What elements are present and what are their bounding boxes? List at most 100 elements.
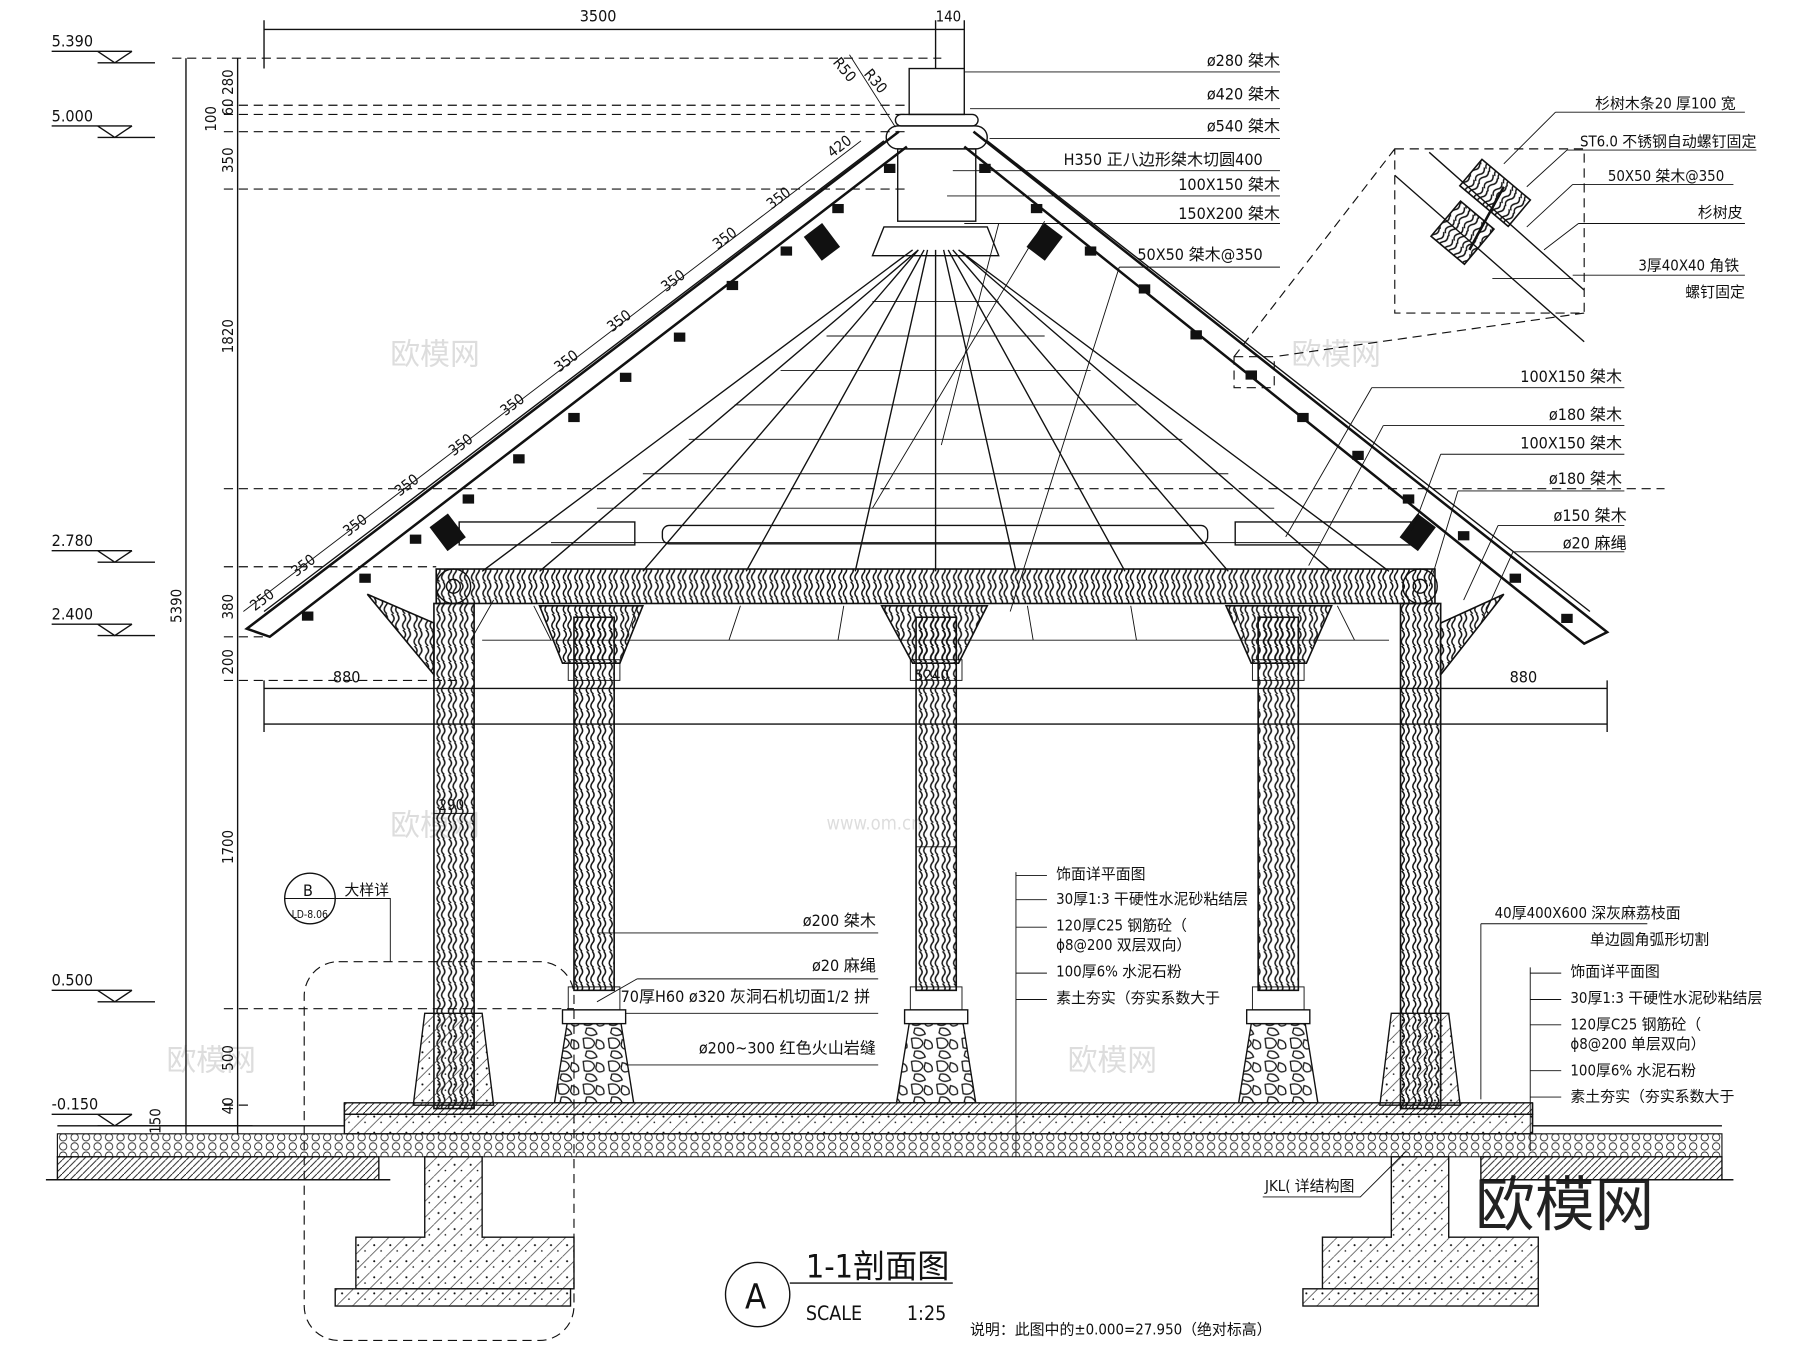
annotation-label: 饰面详平面图 — [1570, 963, 1659, 981]
annotation-label: ø180 桀木 — [1549, 469, 1622, 488]
annotation-label: R30 — [860, 65, 891, 97]
annotation-label: 100厚6% 水泥石粉 — [1570, 1061, 1696, 1079]
roof-battens — [301, 163, 1573, 623]
annotation-label: 30厚1:3 干硬性水泥砂粘结层 — [1056, 890, 1248, 908]
annotation-label: JKL( 详结构图 — [1264, 1177, 1354, 1195]
annotation-label: 100X150 桀木 — [1178, 175, 1280, 194]
annotation-label: 杉树皮 — [1698, 204, 1743, 222]
annotation-label: 150 — [147, 1108, 165, 1134]
annotation-label: 60 — [219, 99, 237, 116]
annotation-label: B — [303, 881, 313, 900]
column — [1257, 616, 1300, 992]
detail-inset: 杉树木条20 厚100 宽 ST6.0 不锈钢自动螺钉固定 50X50 桀木@3… — [1233, 95, 1757, 389]
eave-labels: 100X150 桀木 ø180 桀木 100X150 桀木 ø180 桀木 ø1… — [1285, 367, 1627, 624]
annotation-label: 30厚1:3 干硬性水泥砂粘结层 — [1570, 989, 1762, 1007]
roof-labels: ø280 桀木 ø420 桀木 ø540 桀木 H350 正八边形桀木切圆400… — [872, 51, 1280, 612]
annotation-label: 0.500 — [52, 971, 93, 990]
annotation-label: 350 — [763, 183, 794, 213]
annotation-label: ø20 麻绳 — [1563, 533, 1627, 552]
annotation-label: 70厚H60 ø320 灰洞石机切面1/2 拼 — [621, 987, 871, 1006]
annotation-label: ø150 桀木 — [1554, 506, 1627, 525]
roof-finial — [885, 67, 988, 222]
annotation-label: 5.000 — [52, 106, 93, 125]
columns — [366, 593, 1505, 1110]
elevation-0500: 0.500 — [51, 971, 155, 1003]
annotation-label: 350 — [219, 147, 237, 173]
annotation-label: ø200~300 红色火山岩缝 — [699, 1038, 876, 1057]
column — [573, 616, 615, 992]
annotation-label: 150X200 桀木 — [1178, 204, 1280, 223]
elevation-5390: 5.390 — [51, 32, 155, 64]
annotation-label: 880 — [333, 668, 361, 687]
annotation-label: H350 正八边形桀木切圆400 — [1064, 150, 1263, 169]
annotation-label: 5.390 — [52, 32, 93, 51]
floor-labels-right: 40厚400X600 深灰麻荔枝面 单边圆角弧形切割 饰面详平面图 30厚1:3… — [1480, 904, 1762, 1152]
annotation-label: 100X150 桀木 — [1520, 434, 1622, 453]
annotation-label: 40厚400X600 深灰麻荔枝面 — [1495, 904, 1681, 922]
annotation-label: 2.400 — [52, 605, 93, 624]
annotation-label: 单边圆角弧形切割 — [1590, 930, 1709, 948]
annotation-label: 5240 — [915, 666, 949, 684]
elevation-note: 说明：此图中的±0.000=27.950（绝对标高） — [970, 1321, 1272, 1339]
detail-callout-b[interactable]: B LD-8.06 大样详 — [284, 872, 575, 1342]
section-marker: A — [745, 1277, 766, 1317]
watermark-logo: 欧模网 — [1475, 1172, 1654, 1241]
annotation-label: ø280 桀木 — [1207, 51, 1280, 70]
foundation-label: JKL( 详结构图 — [1262, 1150, 1407, 1198]
annotation-label: 5390 — [167, 589, 185, 623]
annotation-label: 880 — [1510, 668, 1538, 687]
annotation-label: ø420 桀木 — [1207, 85, 1280, 104]
annotation-label: -0.150 — [52, 1095, 99, 1114]
watermark: 欧模网 — [1291, 338, 1380, 373]
elevation-2780: 2.780 — [51, 531, 155, 563]
annotation-label: 100 — [202, 106, 220, 132]
annotation-label: 140 — [936, 7, 962, 25]
roof: 250 350 350 350 350 350 350 350 350 350 … — [243, 130, 1610, 646]
eave-dimensions: 880 880 5240 290 — [263, 666, 1608, 848]
annotation-label: 2.780 — [52, 531, 93, 550]
watermark-url: www.om.cn — [827, 814, 922, 835]
annotation-label: 1700 — [219, 830, 237, 864]
annotation-label: 200 — [219, 649, 237, 675]
annotation-label: 素土夯实（夯实系数大于 — [1056, 989, 1220, 1007]
annotation-label: 大样详 — [344, 881, 389, 899]
annotation-label: ST6.0 不锈钢自动螺钉固定 — [1580, 133, 1757, 151]
watermark: 欧模网 — [390, 338, 479, 373]
floor-labels-center: 饰面详平面图 30厚1:3 干硬性水泥砂粘结层 120厚C25 钢筋砼（ ϕ8@… — [1015, 865, 1248, 1157]
annotation-label: 3厚40X40 角铁 — [1638, 257, 1739, 275]
annotation-label: 350 — [603, 306, 634, 336]
title-block: A 1-1剖面图 SCALE 1:25 说明：此图中的±0.000=27.950… — [724, 1247, 1272, 1339]
annotation-label: 280 — [219, 69, 237, 95]
annotation-label: 杉树木条20 厚100 宽 — [1595, 95, 1736, 113]
annotation-label: 350 — [445, 430, 476, 460]
annotation-label: 380 — [219, 594, 237, 620]
annotation-label: LD-8.06 — [292, 909, 328, 921]
column — [915, 616, 958, 992]
drawing-title: 1-1剖面图 — [806, 1247, 950, 1285]
annotation-label: ø20 麻绳 — [812, 956, 876, 975]
annotation-label: ø180 桀木 — [1549, 405, 1622, 424]
stone-pedestal — [553, 1022, 1319, 1104]
annotation-label: 50X50 桀木@350 — [1608, 167, 1724, 185]
annotation-label: 290 — [439, 796, 465, 814]
annotation-label: 3500 — [580, 6, 617, 25]
annotation-label: 120厚C25 钢筋砼（ — [1570, 1015, 1701, 1033]
annotation-label: ø540 桀木 — [1207, 117, 1280, 136]
elevation-markers: 5.390 5.000 2.780 2.400 0.500 -0.150 — [51, 32, 253, 1127]
watermarks: 欧模网 欧模网 欧模网 欧模网 欧模网 欧模网 www.om.cn — [166, 338, 1654, 1241]
top-dimensions: 3500 140 R50 R30 420 — [263, 6, 965, 161]
annotation-label: 素土夯实（夯实系数大于 — [1570, 1088, 1734, 1106]
annotation-label: 100X150 桀木 — [1520, 367, 1622, 386]
annotation-label: 50X50 桀木@350 — [1137, 245, 1262, 264]
annotation-label: ϕ8@200 单层双向） — [1570, 1035, 1705, 1053]
annotation-label: 40 — [219, 1097, 237, 1114]
watermark: 欧模网 — [1068, 1044, 1157, 1079]
annotation-label: 350 — [709, 223, 740, 253]
elevation-2400: 2.400 — [51, 605, 155, 637]
ground-slab — [45, 1102, 1734, 1307]
annotation-label: 螺钉固定 — [1685, 283, 1745, 301]
annotation-label: 500 — [219, 1045, 237, 1071]
annotation-label: ϕ8@200 双层双向） — [1056, 936, 1191, 954]
